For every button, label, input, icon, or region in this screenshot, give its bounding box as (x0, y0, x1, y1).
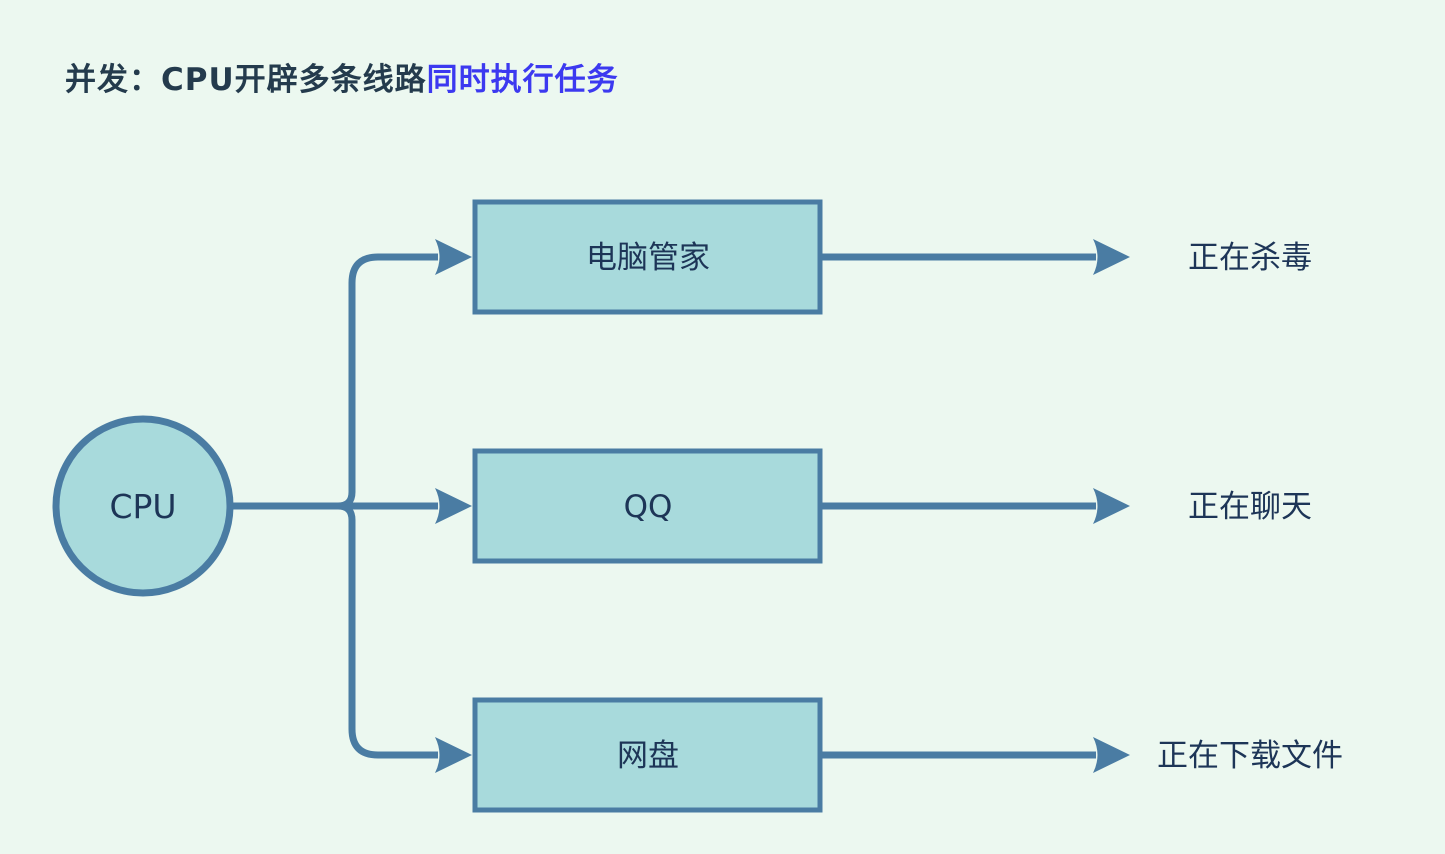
cpu-circle (52, 415, 234, 597)
pc-manager-box (472, 199, 823, 315)
connector-cpu-to-pc-manager (337, 253, 438, 510)
cpu-label: CPU (109, 487, 176, 526)
title-prefix: 并发：CPU开辟多条线路 (65, 62, 427, 98)
qq-label: QQ (624, 489, 673, 525)
netdisk-box (472, 697, 823, 813)
qq-box (472, 448, 823, 564)
arrowhead-into-pc-manager (435, 239, 472, 275)
status-label-download: 正在下载文件 (1157, 738, 1343, 774)
arrowhead-to-status-download (1093, 737, 1130, 773)
pc-manager-label: 电脑管家 (586, 240, 710, 276)
cpu-node: CPU (52, 415, 234, 597)
title-highlight: 同时执行任务 (426, 62, 619, 98)
netdisk-label: 网盘 (617, 738, 679, 774)
connector-cpu-to-netdisk (337, 502, 438, 759)
arrowhead-to-status-antivirus (1093, 239, 1130, 275)
arrowhead-into-netdisk (435, 737, 472, 773)
page-title: 并发：CPU开辟多条线路同时执行任务 (65, 54, 619, 99)
app-node-netdisk: 网盘 (472, 697, 823, 813)
status-label-chat: 正在聊天 (1188, 489, 1312, 525)
app-node-pc-manager: 电脑管家 (472, 199, 823, 315)
status-label-antivirus: 正在杀毒 (1188, 240, 1312, 276)
arrowhead-to-status-chat (1093, 488, 1130, 524)
arrowhead-into-qq (435, 488, 472, 524)
app-node-qq: QQ (472, 448, 823, 564)
